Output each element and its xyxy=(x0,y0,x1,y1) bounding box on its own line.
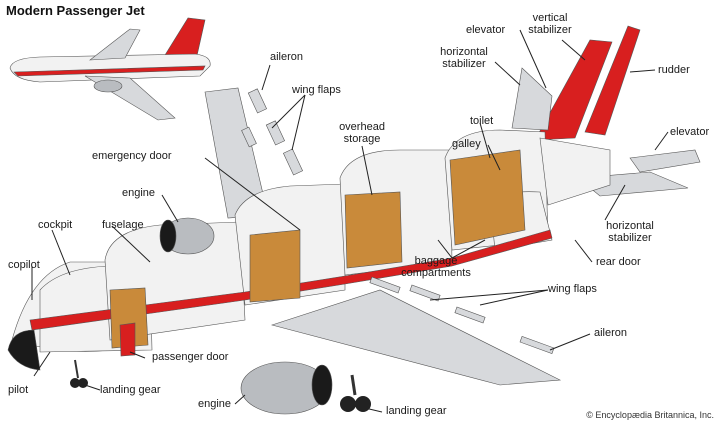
label-horizontal-stabilizer-right-text: horizontal stabilizer xyxy=(606,220,654,244)
rudder-shape xyxy=(584,25,641,136)
overview-fuselage xyxy=(9,53,211,83)
label-pilot: pilot xyxy=(8,384,29,396)
vertical-stabilizer-shape xyxy=(534,39,613,141)
cabin-interior-2 xyxy=(344,191,403,269)
landing-gear-left-shape xyxy=(70,359,88,388)
label-elevator-right: elevator xyxy=(670,126,710,138)
label-engine-left: engine xyxy=(122,187,156,199)
overview-wing-far xyxy=(89,28,141,61)
landing-gear-bottom-shape xyxy=(340,374,371,412)
label-galley: galley xyxy=(452,138,481,150)
label-vertical-stabilizer-text: vertical stabilizer xyxy=(528,12,572,36)
wing-flap-pieces-top xyxy=(241,88,304,176)
label-overhead-storage: overhead storage xyxy=(332,121,392,145)
label-aileron-bottom: aileron xyxy=(594,327,628,339)
galley-interior xyxy=(449,149,526,246)
label-horizontal-stabilizer-top: horizontal stabilizer xyxy=(432,46,496,70)
label-vertical-stabilizer: vertical stabilizer xyxy=(522,12,578,36)
cabin-interior-1 xyxy=(249,229,301,303)
overview-stripe xyxy=(13,65,206,77)
main-wing-bottom xyxy=(270,289,562,386)
label-horizontal-stabilizer-top-text: horizontal stabilizer xyxy=(440,46,488,70)
label-landing-gear-left: landing gear xyxy=(100,384,161,396)
wing-flap-pieces-bottom xyxy=(369,276,555,355)
passenger-door-shape xyxy=(119,322,136,357)
label-wing-flaps-top: wing flaps xyxy=(292,84,341,96)
label-passenger-door: passenger door xyxy=(152,351,229,363)
copyright-credit: © Encyclopædia Britannica, Inc. xyxy=(586,410,714,420)
label-landing-gear-bottom: landing gear xyxy=(386,405,447,417)
tail-cone xyxy=(539,137,611,206)
label-emergency-door: emergency door xyxy=(92,150,172,162)
label-rudder: rudder xyxy=(658,64,690,76)
label-engine-bottom: engine xyxy=(198,398,232,410)
overview-jet xyxy=(9,17,211,121)
label-rear-door: rear door xyxy=(596,256,641,268)
label-cockpit: cockpit xyxy=(38,219,73,231)
engine-bottom-inlet xyxy=(311,364,333,406)
leader-lines xyxy=(31,29,669,413)
overview-engine xyxy=(93,79,123,93)
label-horizontal-stabilizer-right: horizontal stabilizer xyxy=(598,220,662,244)
page-title: Modern Passenger Jet xyxy=(6,3,145,18)
label-aileron-top: aileron xyxy=(270,51,304,63)
label-elevator-top: elevator xyxy=(466,24,506,36)
nose-cone xyxy=(7,329,41,371)
elevator-top-shape xyxy=(511,67,553,131)
label-baggage-compartments: baggage compartments xyxy=(380,255,492,279)
label-wing-flaps-bottom: wing flaps xyxy=(548,283,597,295)
fuselage-stripe xyxy=(29,229,553,331)
engine-left-inlet xyxy=(159,219,177,253)
overview-tail xyxy=(164,17,206,61)
elevator-right-shape xyxy=(629,149,701,173)
cockpit-interior xyxy=(109,287,149,349)
label-copilot: copilot xyxy=(8,259,40,271)
label-fuselage: fuselage xyxy=(102,219,144,231)
label-baggage-compartments-text: baggage compartments xyxy=(401,255,471,279)
label-overhead-storage-text: overhead storage xyxy=(339,121,385,145)
label-toilet: toilet xyxy=(470,115,494,127)
